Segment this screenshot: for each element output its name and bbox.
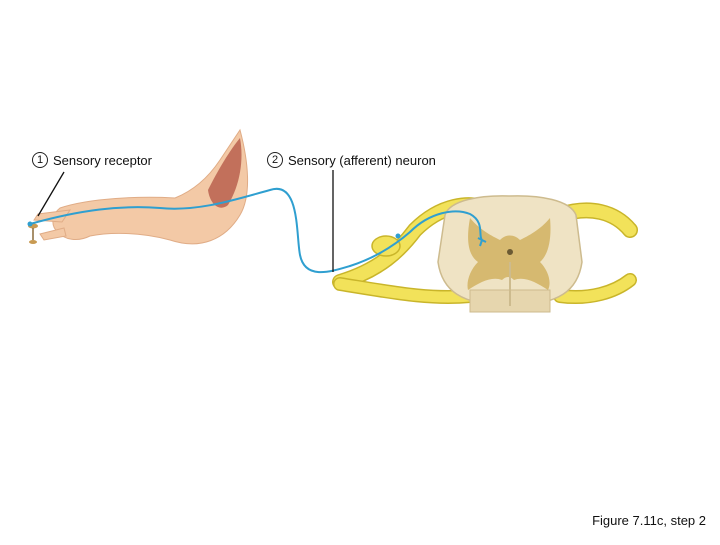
spinal-cord-cross-section xyxy=(438,196,582,312)
receptor-ending xyxy=(28,222,33,227)
figure-caption: Figure 7.11c, step 2 xyxy=(592,513,706,528)
step-number-badge: 2 xyxy=(267,152,283,168)
dorsal-root-ganglion xyxy=(372,236,400,256)
step-number-badge: 1 xyxy=(32,152,48,168)
label-text: Sensory receptor xyxy=(53,153,152,168)
label-sensory-neuron: 2 Sensory (afferent) neuron xyxy=(267,152,436,168)
central-canal xyxy=(507,249,513,255)
arm-illustration xyxy=(34,130,248,244)
label-text: Sensory (afferent) neuron xyxy=(288,153,436,168)
neuron-cell-body xyxy=(396,234,401,239)
stimulus-pin-icon xyxy=(28,224,38,245)
label-sensory-receptor: 1 Sensory receptor xyxy=(32,152,152,168)
